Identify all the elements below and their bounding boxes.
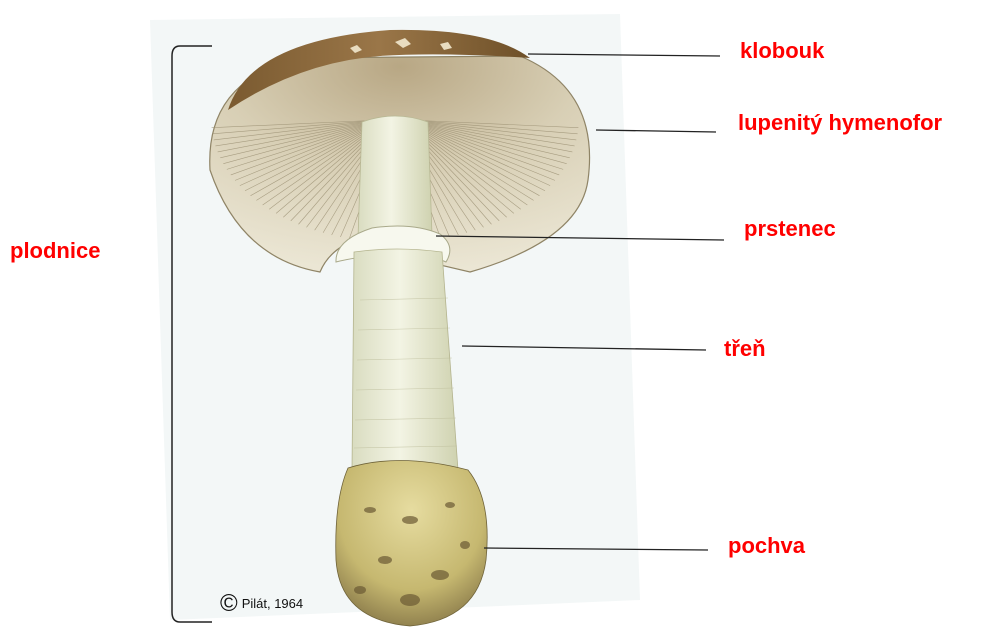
label-prstenec: prstenec <box>744 218 836 240</box>
image-credit: © Pilát, 1964 <box>220 590 303 618</box>
copyright-symbol: © <box>220 590 238 617</box>
label-lupenity-hymenofor: lupenitý hymenofor <box>738 112 942 134</box>
credit-text: Pilát, 1964 <box>242 596 303 611</box>
label-tren: třeň <box>724 338 766 360</box>
label-plodnice: plodnice <box>10 240 100 262</box>
label-klobouk: klobouk <box>740 40 824 62</box>
stem-upper <box>358 116 432 238</box>
label-pochva: pochva <box>728 535 805 557</box>
